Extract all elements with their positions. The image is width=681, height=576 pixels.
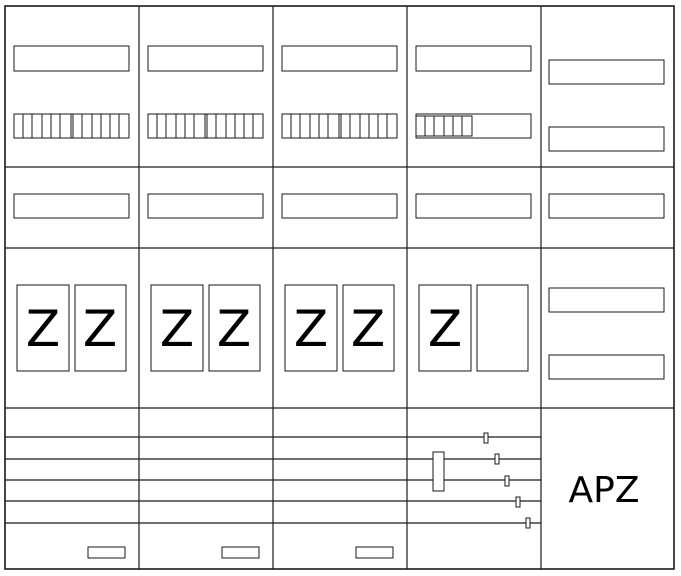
right-rail-box (548, 287, 665, 313)
breaker-ticks (424, 116, 463, 136)
top-rail-box (281, 45, 398, 72)
meter-box (208, 284, 261, 372)
apz-label: APZ (569, 470, 640, 511)
mid-rail-box (415, 193, 532, 219)
right-rail-box (548, 193, 665, 219)
terminal-clip (504, 475, 510, 487)
top-rail-box (415, 45, 532, 72)
meter-label: Z (351, 300, 385, 358)
meter-box (418, 284, 472, 372)
breaker-ticks (156, 114, 254, 138)
meter-box (74, 284, 127, 372)
meter-label: Z (26, 300, 60, 358)
terminal-block (432, 451, 445, 492)
top-rail-box (147, 45, 264, 72)
meter-box (150, 284, 204, 372)
empty-meter-box (476, 284, 529, 372)
terminal-clip (483, 432, 489, 444)
right-rail-box (548, 59, 665, 85)
breaker-ticks (290, 114, 388, 138)
meter-label: Z (428, 300, 462, 358)
breaker-ticks (22, 114, 120, 138)
terminal-clip (494, 453, 500, 465)
terminal-cover (87, 546, 126, 559)
right-rail-box (548, 354, 665, 380)
meter-label: Z (294, 300, 328, 358)
mid-rail-box (147, 193, 264, 219)
right-rail-box (548, 126, 665, 152)
terminal-clip (515, 496, 521, 508)
terminal-cover (221, 546, 260, 559)
meter-label: Z (217, 300, 251, 358)
terminal-clip (525, 517, 531, 529)
terminal-cover (355, 546, 394, 559)
meter-label: Z (160, 300, 194, 358)
meter-box (342, 284, 395, 372)
meter-label: Z (83, 300, 117, 358)
meter-box (16, 284, 70, 372)
meter-box (284, 284, 338, 372)
top-rail-box (13, 45, 130, 72)
mid-rail-box (13, 193, 130, 219)
mid-rail-box (281, 193, 398, 219)
